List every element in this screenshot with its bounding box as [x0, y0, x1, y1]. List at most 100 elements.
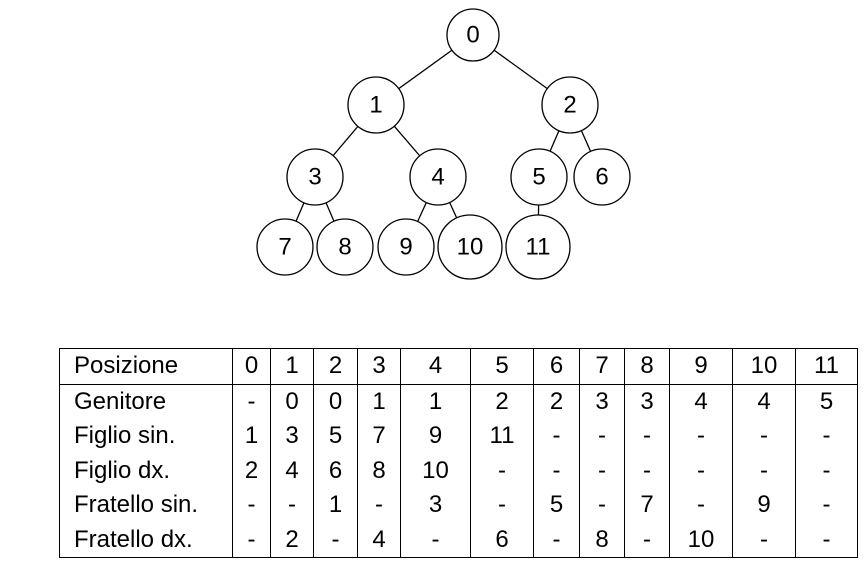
tree-node-circle — [347, 76, 405, 134]
table-cell: 4 — [357, 522, 401, 558]
table-cell: - — [732, 522, 796, 558]
table-cell: 9 — [400, 419, 471, 454]
tree-node-5: 5 — [510, 148, 568, 206]
tree-node-circle — [316, 218, 374, 276]
tree-node-circle — [377, 218, 435, 276]
row-label: Fratello dx. — [59, 522, 233, 558]
row-label: Figlio sin. — [59, 419, 233, 454]
table-cell: 4 — [270, 453, 314, 488]
tree-node-label: 5 — [532, 163, 545, 190]
tree-node-2: 2 — [541, 76, 599, 134]
row-label: Posizione — [59, 348, 233, 385]
row-label: Fratello sin. — [59, 488, 233, 523]
table-cell: - — [579, 453, 625, 488]
table-cell: 4 — [732, 384, 796, 419]
table-cell: - — [795, 488, 858, 523]
tree-node-0: 0 — [446, 8, 500, 62]
tree-node-label: 11 — [526, 233, 551, 260]
table-cell: - — [247, 491, 256, 519]
position-header-cell: 6 — [533, 348, 580, 385]
position-header-cell: 10 — [732, 348, 796, 385]
table-cell: 10 — [400, 453, 471, 488]
position-header-cell: 2 — [313, 348, 358, 385]
tree-node-8: 8 — [316, 218, 374, 276]
tree-node-11: 11 — [505, 214, 571, 280]
table-cell: 6 — [313, 453, 358, 488]
table-cell: 5 — [533, 488, 580, 523]
tree-node-1: 1 — [347, 76, 405, 134]
tree-node-circle — [505, 214, 571, 280]
tree-node-6: 6 — [573, 148, 631, 206]
row-label: Figlio dx. — [59, 453, 233, 488]
position-header-cell: 9 — [669, 348, 733, 385]
tree-node-circle — [446, 8, 500, 62]
table-cell: 8 — [579, 522, 625, 558]
table-cell: 6 — [470, 522, 534, 558]
table-cell: - — [624, 522, 670, 558]
tree-node-circle — [256, 218, 314, 276]
table-cell: - — [624, 453, 670, 488]
table-cell: - — [795, 453, 858, 488]
tree-node-9: 9 — [377, 218, 435, 276]
tree-node-label: 6 — [595, 163, 608, 190]
table-cell: - — [669, 488, 733, 523]
table-cell: - — [533, 453, 580, 488]
tree-node-label: 9 — [399, 233, 412, 260]
table-cell: - — [669, 419, 733, 454]
table-cell: - — [270, 488, 314, 523]
table-cell: - — [624, 419, 670, 454]
table-cell: 7 — [624, 488, 670, 523]
table-cell: - — [533, 419, 580, 454]
table-cell: 2 — [533, 384, 580, 419]
table-cell: 1 — [244, 422, 259, 450]
table-cell: 5 — [313, 419, 358, 454]
tree-node-label: 1 — [369, 91, 382, 118]
table-row: Fratello sin.--1-3-5-7-9- — [59, 488, 858, 523]
table-cell: 9 — [732, 488, 796, 523]
tree-node-circle — [409, 148, 467, 206]
table-cell: 0 — [313, 384, 358, 419]
tree-node-label: 2 — [563, 91, 576, 118]
table-cell: - — [470, 488, 534, 523]
table-cell: - — [400, 522, 471, 558]
table-cell: 1 — [313, 488, 358, 523]
table-cell: 3 — [579, 384, 625, 419]
table-cell: - — [732, 453, 796, 488]
table-cell: 8 — [357, 453, 401, 488]
table-cell: 2 — [244, 456, 259, 484]
tree-node-circle — [437, 214, 503, 280]
tree-node-label: 4 — [431, 163, 444, 190]
table-cell: - — [470, 453, 534, 488]
tree-node-label: 7 — [278, 233, 291, 260]
table-cell: 1 — [400, 384, 471, 419]
tree-node-circle — [286, 148, 344, 206]
table-cell: - — [357, 488, 401, 523]
position-header-cell: 0 — [232, 348, 271, 385]
table-cell: - — [533, 522, 580, 558]
table-cell: - — [669, 453, 733, 488]
tree-node-circle — [510, 148, 568, 206]
position-header-cell: 3 — [357, 348, 401, 385]
tree-node-7: 7 — [256, 218, 314, 276]
table-cell: - — [732, 419, 796, 454]
tree-node-circle — [541, 76, 599, 134]
position-header-cell: 5 — [470, 348, 534, 385]
table-cell: 10 — [669, 522, 733, 558]
table-cell: - — [247, 525, 256, 553]
table-cell: - — [579, 419, 625, 454]
tree-node-4: 4 — [409, 148, 467, 206]
table-cell: 7 — [357, 419, 401, 454]
table-cell: - — [313, 522, 358, 558]
table-cell: - — [795, 522, 858, 558]
tree-node-label: 0 — [466, 21, 479, 48]
row-label: Genitore — [59, 384, 233, 419]
tree-node-label: 3 — [308, 163, 321, 190]
table-cell: 3 — [270, 419, 314, 454]
position-header-cell: 7 — [579, 348, 625, 385]
tree-node-circle — [573, 148, 631, 206]
